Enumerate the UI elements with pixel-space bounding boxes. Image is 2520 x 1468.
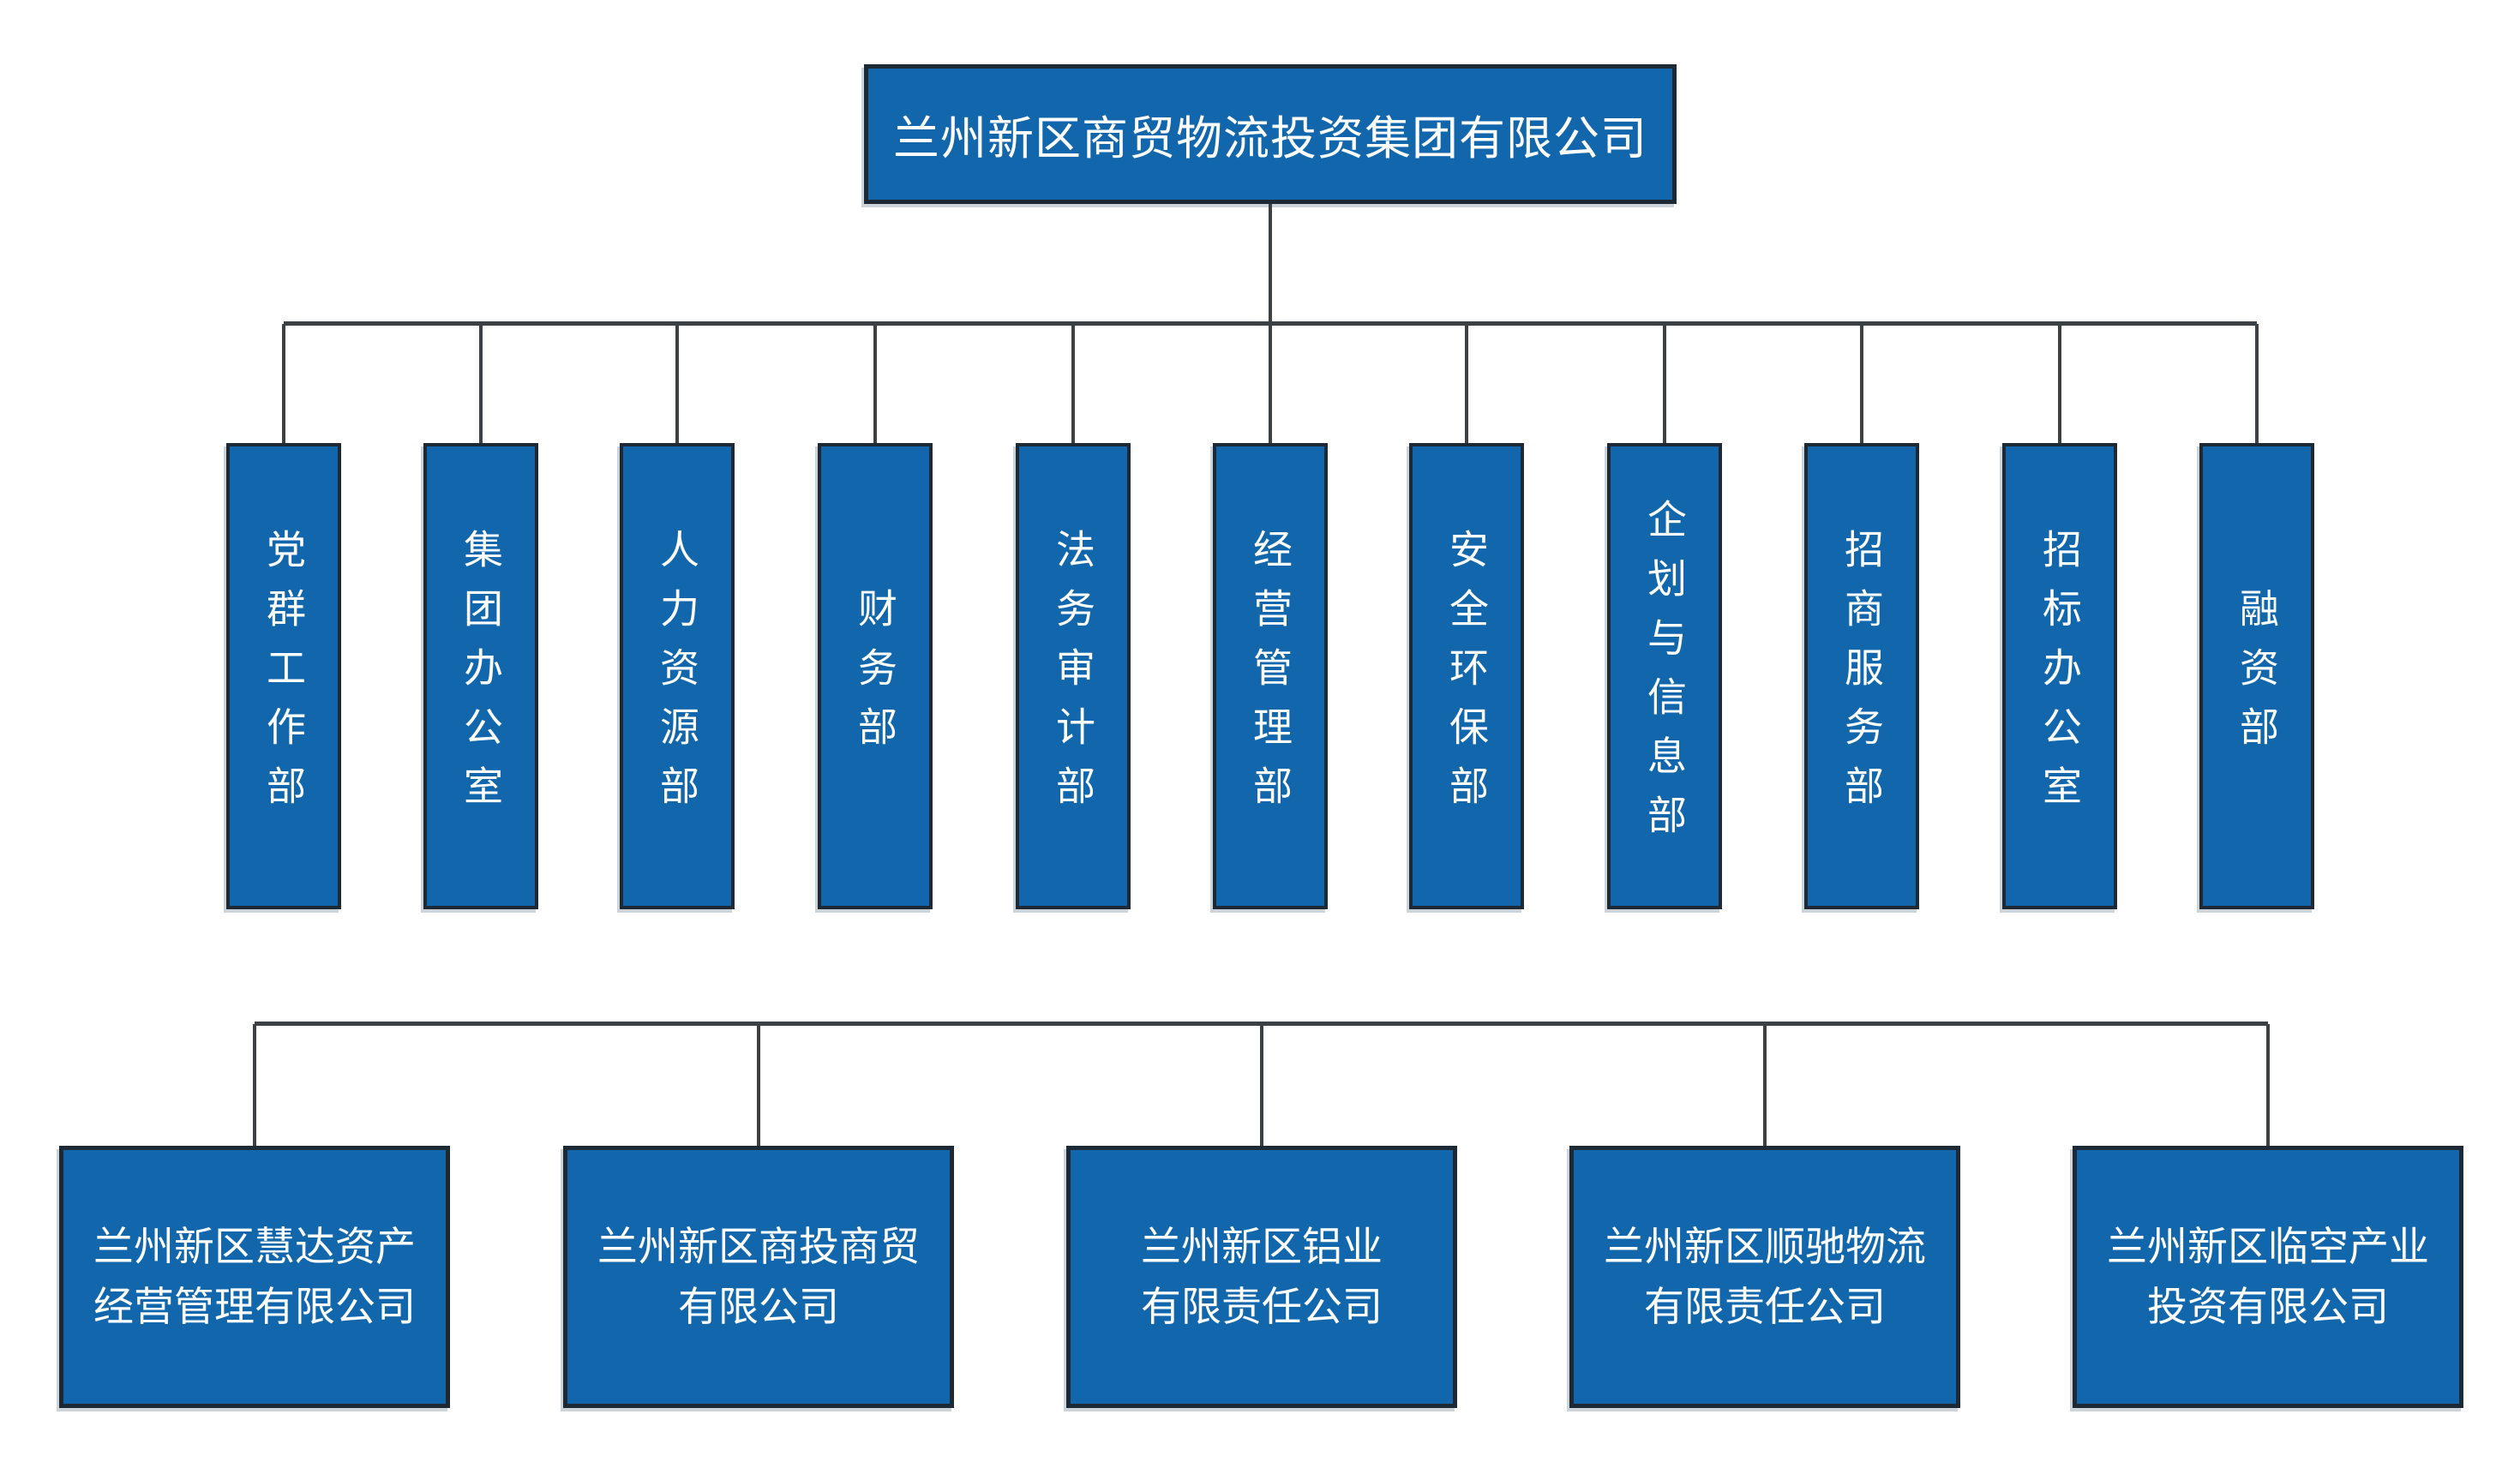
department-box-fawushenji: 法务审计部 xyxy=(1016,443,1131,909)
department-box-zhaoshangfuwu: 招商服务部 xyxy=(1804,443,1919,909)
subsidiary-box-lvye: 兰州新区铝业 有限责任公司 xyxy=(1066,1146,1457,1408)
subsidiary-box-shangtoushangmao: 兰州新区商投商贸 有限公司 xyxy=(563,1146,954,1408)
connector-drop xyxy=(1860,324,1863,443)
subsidiary-box-shunchiwuliu: 兰州新区顺驰物流 有限责任公司 xyxy=(1569,1146,1960,1408)
connector-drop xyxy=(873,324,877,443)
connector-drop xyxy=(675,324,679,443)
subsidiary-label: 兰州新区铝业 有限责任公司 xyxy=(1141,1223,1383,1330)
subsidiary-box-huida: 兰州新区慧达资产 经营管理有限公司 xyxy=(59,1146,450,1408)
subsidiary-box-linkongchanye: 兰州新区临空产业 投资有限公司 xyxy=(2073,1146,2463,1408)
connector-drop xyxy=(1465,324,1468,443)
subsidiary-label: 兰州新区顺驰物流 有限责任公司 xyxy=(1604,1223,1926,1330)
department-label: 招标办公室 xyxy=(2037,528,2082,824)
department-label: 法务审计部 xyxy=(1051,528,1095,824)
department-box-renliziyuan: 人力资源部 xyxy=(620,443,735,909)
connector-drop xyxy=(757,1024,760,1146)
department-label: 融资部 xyxy=(2235,587,2279,765)
department-label: 人力资源部 xyxy=(655,528,699,824)
connector-drop xyxy=(2266,1024,2270,1146)
department-box-jingyingguanli: 经营管理部 xyxy=(1213,443,1328,909)
subsidiary-label: 兰州新区慧达资产 经营管理有限公司 xyxy=(93,1223,416,1330)
department-box-rongzi: 融资部 xyxy=(2199,443,2314,909)
department-label: 财务部 xyxy=(853,587,897,765)
connector-drop xyxy=(2255,324,2259,443)
department-box-zhaobiaobangongshi: 招标办公室 xyxy=(2002,443,2117,909)
connector-drop xyxy=(253,1024,256,1146)
department-box-qihuayuxinxi: 企划与信息部 xyxy=(1607,443,1722,909)
connector-drop xyxy=(1071,324,1075,443)
root-company-label: 兰州新区商贸物流投资集团有限公司 xyxy=(893,113,1647,165)
connector-drop xyxy=(2058,324,2061,443)
department-box-dangqun: 党群工作部 xyxy=(226,443,341,909)
connector-drop xyxy=(1663,324,1666,443)
department-label: 党群工作部 xyxy=(261,528,306,824)
connector-drop xyxy=(1269,324,1272,443)
connector-drop xyxy=(282,324,285,443)
root-company-box: 兰州新区商贸物流投资集团有限公司 xyxy=(864,64,1677,204)
department-box-anquanhuanbao: 安全环保部 xyxy=(1409,443,1524,909)
department-label: 企划与信息部 xyxy=(1642,499,1687,854)
connector-drop xyxy=(1260,1024,1263,1146)
connector-drop xyxy=(479,324,483,443)
subsidiary-label: 兰州新区临空产业 投资有限公司 xyxy=(2107,1223,2429,1330)
department-box-caiwu: 财务部 xyxy=(818,443,933,909)
department-label: 安全环保部 xyxy=(1444,528,1489,824)
department-label: 招商服务部 xyxy=(1839,528,1884,824)
connector-rail-subsidiaries xyxy=(255,1022,2268,1026)
department-label: 经营管理部 xyxy=(1248,528,1293,824)
connector-root-stub xyxy=(1269,204,1272,326)
connector-drop xyxy=(1763,1024,1767,1146)
subsidiary-label: 兰州新区商投商贸 有限公司 xyxy=(597,1223,920,1330)
connector-rail-departments xyxy=(284,321,2257,326)
department-box-jituanbangongshi: 集团办公室 xyxy=(423,443,538,909)
department-label: 集团办公室 xyxy=(459,528,503,824)
